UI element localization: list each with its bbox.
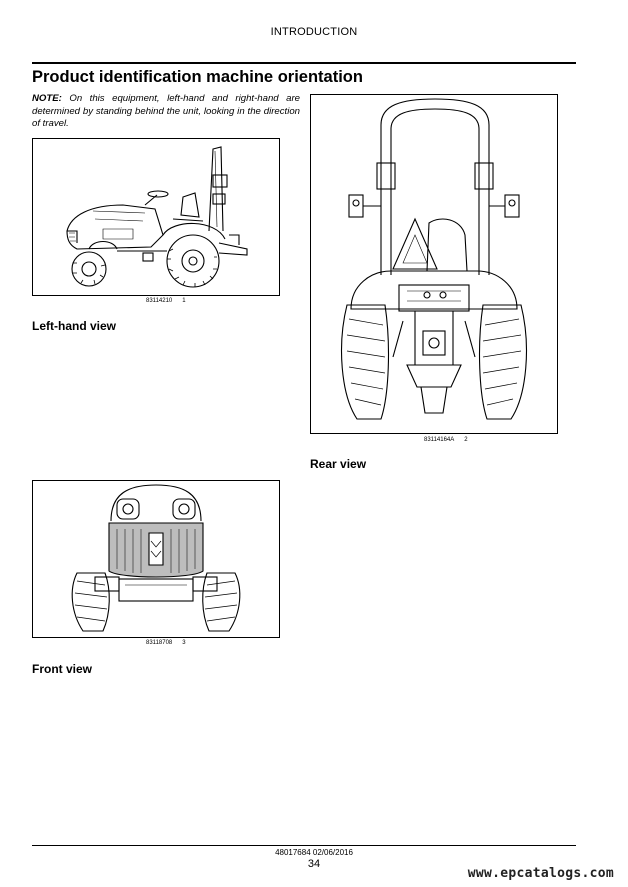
note-label: NOTE: bbox=[32, 93, 62, 104]
page-number: 34 bbox=[307, 858, 321, 870]
figure-2-number: 2 bbox=[464, 437, 468, 443]
left-hand-view-illustration bbox=[66, 146, 248, 288]
page-title: Product identification machine orientati… bbox=[32, 68, 363, 86]
header-rule bbox=[32, 62, 576, 64]
figure-2-code: 83114164A bbox=[424, 437, 455, 443]
figure-2-caption: 83114164A 2 bbox=[424, 437, 468, 443]
figure-3-code: 83118708 bbox=[146, 640, 173, 646]
front-view-illustration bbox=[71, 484, 241, 632]
footer-rule bbox=[32, 845, 576, 846]
left-hand-view-figure bbox=[32, 138, 280, 296]
left-hand-view-label: Left-hand view bbox=[32, 319, 117, 333]
figure-3-number: 3 bbox=[182, 640, 186, 646]
figure-1-caption: 83114210 1 bbox=[146, 298, 186, 304]
orientation-note: NOTE: On this equipment, left-hand and r… bbox=[32, 93, 300, 131]
figure-3-caption: 83118708 3 bbox=[146, 640, 186, 646]
watermark: www.epcatalogs.com bbox=[467, 866, 614, 881]
rear-view-label: Rear view bbox=[310, 457, 367, 471]
rear-view-illustration bbox=[340, 98, 528, 420]
front-view-label: Front view bbox=[32, 662, 93, 676]
rear-view-figure bbox=[310, 94, 558, 434]
figure-1-code: 83114210 bbox=[146, 298, 173, 304]
front-view-figure bbox=[32, 480, 280, 638]
section-header: INTRODUCTION bbox=[270, 26, 358, 38]
document-reference: 48017684 02/06/2016 bbox=[275, 848, 353, 857]
figure-1-number: 1 bbox=[182, 298, 186, 304]
note-text: On this equipment, left-hand and right-h… bbox=[32, 93, 300, 129]
